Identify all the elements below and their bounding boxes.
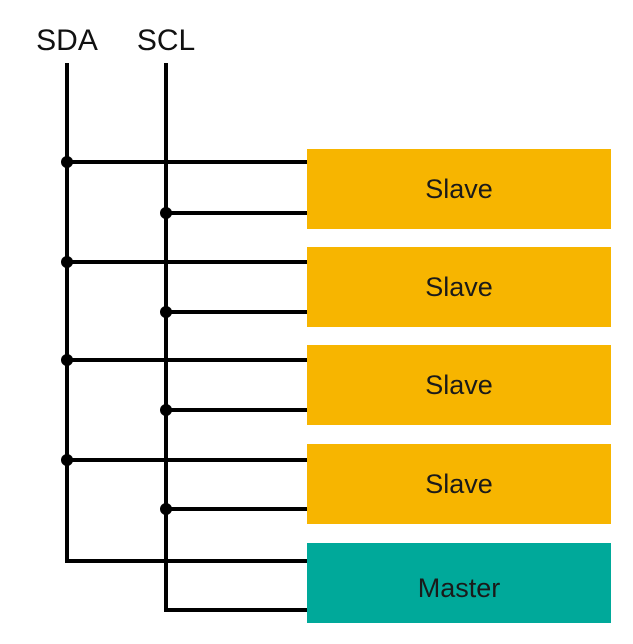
master-label: Master [418,573,501,603]
slave-label: Slave [425,272,493,302]
sda-junction-dot [61,454,73,466]
slave-label: Slave [425,370,493,400]
slave-label: Slave [425,174,493,204]
slave-device: Slave [307,444,611,524]
scl-junction-dot [160,306,172,318]
slave-box [307,444,611,524]
slave-box [307,149,611,229]
scl-label: SCL [137,24,195,57]
sda-junction-dot [61,354,73,366]
slave-device: Slave [307,247,611,327]
sda-junction-dot [61,156,73,168]
slave-box [307,345,611,425]
slave-device: Slave [307,149,611,229]
slave-label: Slave [425,469,493,499]
scl-junction-dot [160,503,172,515]
slave-box [307,247,611,327]
slave-device: Slave [307,345,611,425]
master-device: Master [307,543,611,623]
sda-label: SDA [36,24,98,57]
sda-junction-dot [61,256,73,268]
scl-junction-dot [160,404,172,416]
scl-junction-dot [160,207,172,219]
master-box [307,543,611,623]
